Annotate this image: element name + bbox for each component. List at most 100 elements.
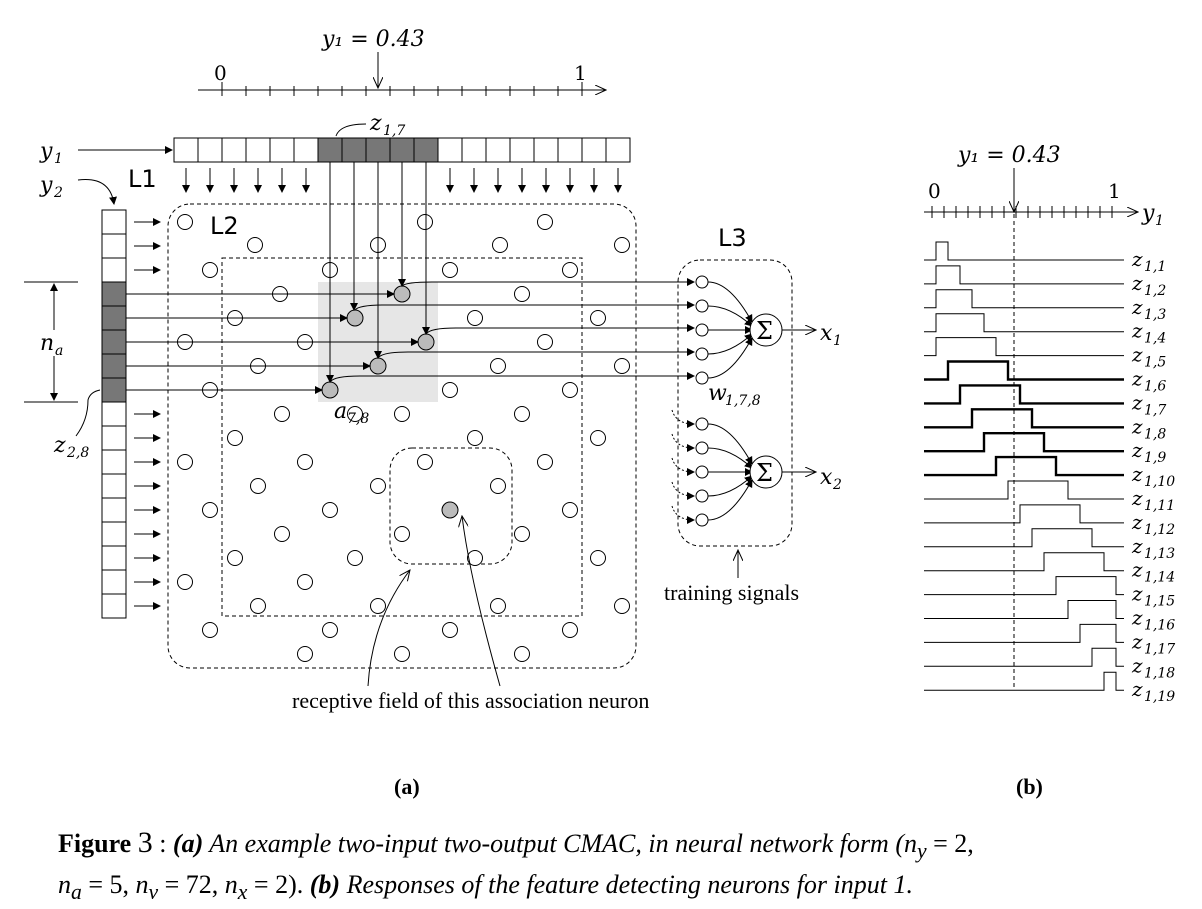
caption-p1-sub: y (917, 839, 927, 864)
b-response-trace (924, 576, 1124, 596)
l1-cell (245, 137, 271, 163)
association-neuron (614, 598, 630, 614)
l1-cell (605, 137, 631, 163)
a-tick-1: 1 (574, 61, 587, 85)
b-response-trace (924, 337, 1124, 357)
b-scale-label: y₁ = 0.43 (957, 143, 1061, 168)
b-row-sub: 1,3 (1144, 307, 1166, 323)
b-response-trace (924, 647, 1124, 667)
caption-text-b: Responses of the feature detecting neuro… (340, 870, 913, 900)
association-neuron (394, 406, 410, 422)
l3-weight-node (695, 275, 709, 289)
receptive-arrow-2 (462, 516, 501, 687)
l3-input-connection (671, 505, 695, 524)
l1-cell (101, 593, 127, 619)
l3-weight-connection (707, 305, 753, 327)
l3-weight-node (695, 465, 709, 479)
l3-weight-connection (707, 337, 753, 379)
l1-cell-active (101, 281, 127, 307)
a-scale-ticks (221, 82, 583, 96)
caption-part-b: (b) (309, 870, 341, 900)
active-neuron (321, 381, 339, 399)
l3-weight-node (695, 299, 709, 313)
b-row-label: z (1131, 629, 1143, 653)
b-response-trace (924, 528, 1124, 548)
l1-cell (293, 137, 319, 163)
l2-inner-boundary (221, 257, 583, 617)
association-neuron (562, 382, 578, 398)
z28-leader (75, 389, 101, 437)
association-neuron (514, 526, 530, 542)
caption-p2-sub: a (71, 880, 82, 905)
l1-left-arrows (134, 218, 161, 610)
w-label: w (708, 381, 727, 406)
association-neuron (394, 646, 410, 662)
association-neuron (322, 622, 338, 638)
active-neuron (441, 501, 459, 519)
a78-sub: 7,8 (347, 411, 369, 427)
association-neuron (562, 262, 578, 278)
b-row-label: z (1131, 343, 1143, 367)
association-neuron (514, 646, 530, 662)
b-row-label: z (1131, 677, 1143, 701)
b-tick-0: 0 (928, 179, 941, 203)
association-neuron (442, 622, 458, 638)
l3-weight-node (695, 417, 709, 431)
association-neuron (274, 526, 290, 542)
b-row-label: z (1131, 653, 1143, 677)
active-neuron (393, 285, 411, 303)
l1-cell (101, 545, 127, 571)
b-row-label: z (1131, 462, 1143, 486)
b-response-trace (924, 313, 1124, 333)
l3-weight-node (695, 323, 709, 337)
neuron-output-connection (401, 278, 695, 287)
figure-caption: Figure 3 : (a) An example two-input two-… (58, 826, 1168, 909)
b-row-label: z (1131, 247, 1143, 271)
l1-cell-active (101, 305, 127, 331)
sigma-symbol: Σ (756, 459, 773, 487)
b-row-sub: 1,19 (1144, 689, 1175, 705)
b-response-trace (924, 241, 1124, 261)
b-row-label: z (1131, 486, 1143, 510)
b-row-label: z (1131, 271, 1143, 295)
b-response-trace (924, 552, 1124, 572)
b-response-trace (924, 455, 1124, 477)
x2-sub: 2 (832, 477, 842, 493)
b-row-sub: 1,10 (1144, 474, 1175, 490)
association-neuron (490, 598, 506, 614)
l3-weight-connection (707, 281, 753, 323)
association-neuron (490, 478, 506, 494)
l1-l2-connections (126, 162, 695, 394)
y2-label: y (39, 173, 53, 198)
l1-cell (437, 137, 463, 163)
association-neuron (467, 430, 483, 446)
caption-p2-val: = 5, (81, 870, 136, 900)
association-neuron (562, 622, 578, 638)
l3-weight-connection (707, 423, 753, 465)
caption-p3-sub: v (148, 880, 159, 905)
b-row-sub: 1,14 (1144, 570, 1175, 586)
caption-p4-val: = 2). (247, 870, 310, 900)
l1-cell-active (101, 329, 127, 355)
association-neuron (177, 454, 193, 470)
l1-cell (197, 137, 223, 163)
association-neuron (614, 358, 630, 374)
b-row-sub: 1,9 (1144, 450, 1166, 466)
l3-weight-node (695, 441, 709, 455)
l1-cell (509, 137, 535, 163)
association-neuron (247, 237, 263, 253)
l3-label: L3 (718, 224, 747, 252)
b-row-label: z (1131, 438, 1143, 462)
b-row-label: z (1131, 319, 1143, 343)
b-response-trace (924, 265, 1124, 285)
y2-arrow (77, 179, 117, 205)
l1-cell (101, 473, 127, 499)
association-neuron (202, 262, 218, 278)
l2-label: L2 (210, 212, 239, 240)
b-row-label: z (1131, 414, 1143, 438)
l1-cell (485, 137, 511, 163)
association-neuron (202, 502, 218, 518)
active-neuron (369, 357, 387, 375)
